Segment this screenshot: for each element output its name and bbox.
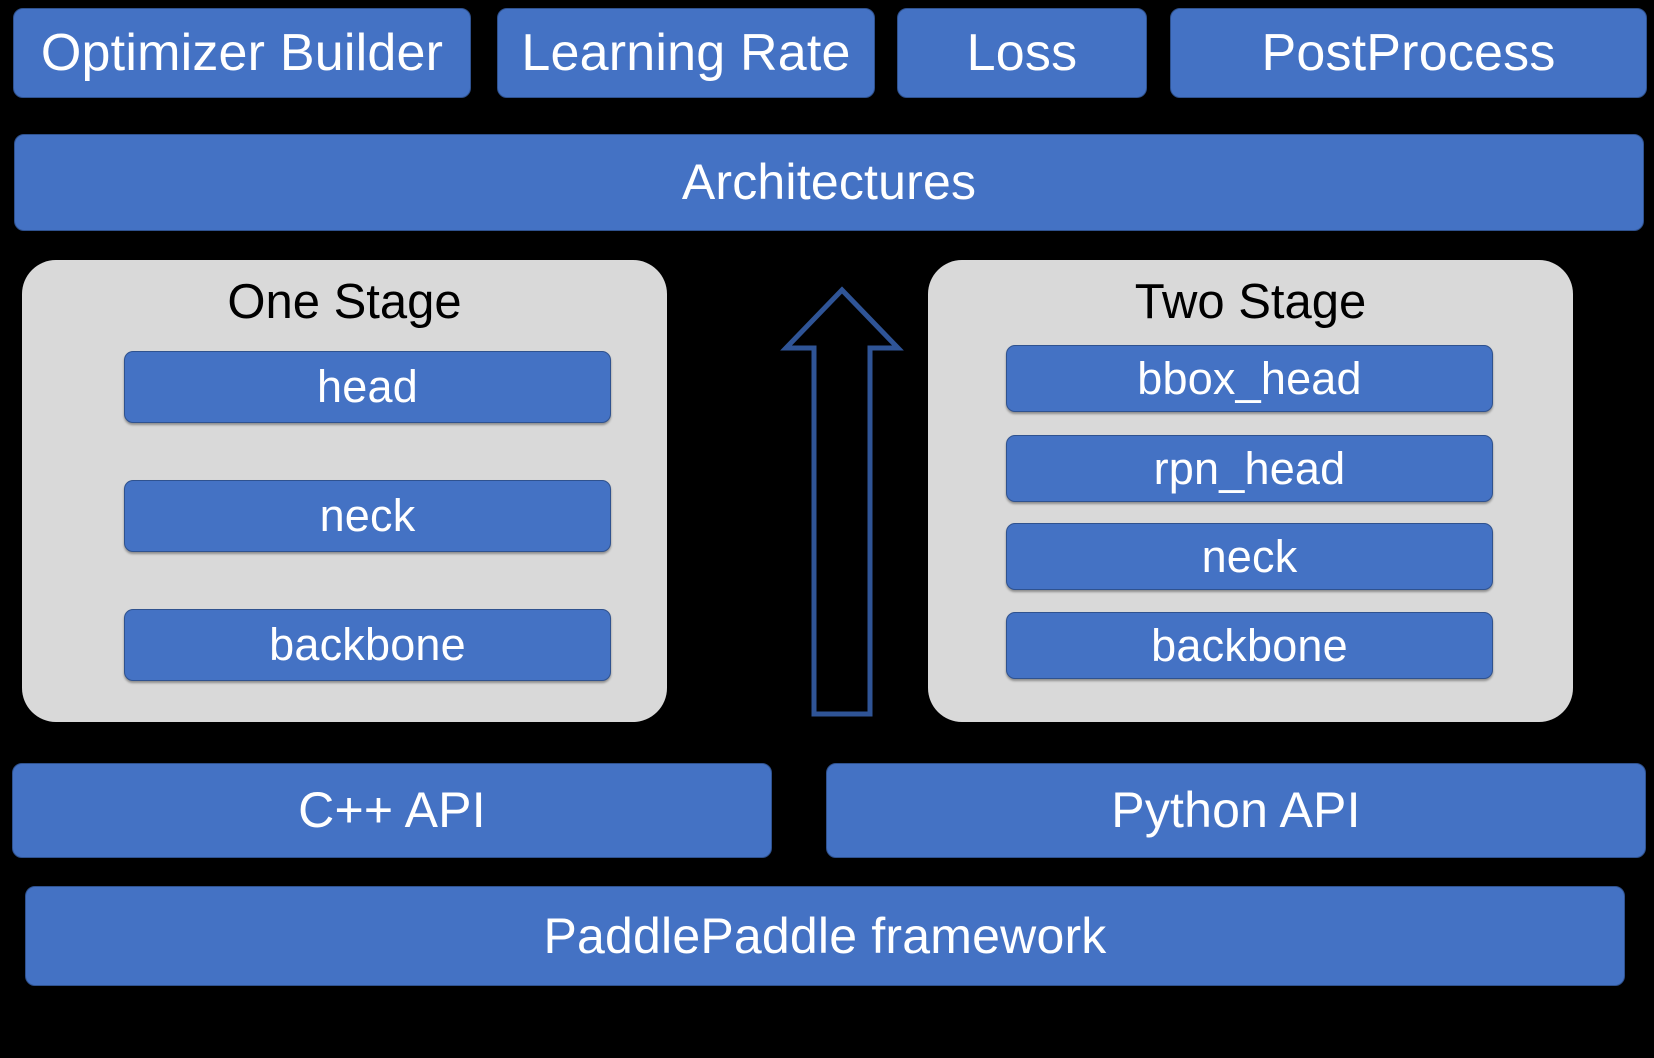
block-optimizer-builder[interactable]: Optimizer Builder (13, 8, 471, 98)
block-label: PostProcess (1261, 23, 1556, 82)
block-learning-rate[interactable]: Learning Rate (497, 8, 875, 98)
block-label: Architectures (681, 154, 977, 211)
block-label: backbone (1151, 619, 1348, 671)
block-label: backbone (269, 619, 466, 671)
two-stage-module-neck[interactable]: neck (1006, 523, 1493, 590)
one-stage-module-neck[interactable]: neck (124, 480, 611, 552)
block-postprocess[interactable]: PostProcess (1170, 8, 1647, 98)
block-python-api[interactable]: Python API (826, 763, 1646, 858)
block-label: PaddlePaddle framework (543, 907, 1107, 964)
block-label: Loss (966, 23, 1078, 82)
one-stage-module-head[interactable]: head (124, 351, 611, 423)
block-label: neck (319, 490, 416, 542)
block-label: Python API (1111, 782, 1361, 839)
two-stage-module-rpn-head[interactable]: rpn_head (1006, 435, 1493, 502)
block-label: Learning Rate (521, 23, 851, 82)
block-label: C++ API (298, 782, 486, 839)
block-label: head (317, 361, 418, 413)
one-stage-module-backbone[interactable]: backbone (124, 609, 611, 681)
block-paddlepaddle-framework[interactable]: PaddlePaddle framework (25, 886, 1625, 986)
panel-one-stage-title: One Stage (227, 275, 462, 329)
block-label: rpn_head (1153, 442, 1346, 494)
arrow-outline (780, 286, 904, 717)
block-architectures[interactable]: Architectures (14, 134, 1644, 231)
block-label: neck (1201, 530, 1298, 582)
block-loss[interactable]: Loss (897, 8, 1147, 98)
panel-two-stage-title: Two Stage (1134, 275, 1367, 329)
two-stage-module-backbone[interactable]: backbone (1006, 612, 1493, 679)
upward-flow-arrow (780, 286, 904, 717)
block-cpp-api[interactable]: C++ API (12, 763, 772, 858)
two-stage-module-bbox-head[interactable]: bbox_head (1006, 345, 1493, 412)
block-label: bbox_head (1137, 352, 1362, 404)
block-label: Optimizer Builder (40, 23, 444, 82)
